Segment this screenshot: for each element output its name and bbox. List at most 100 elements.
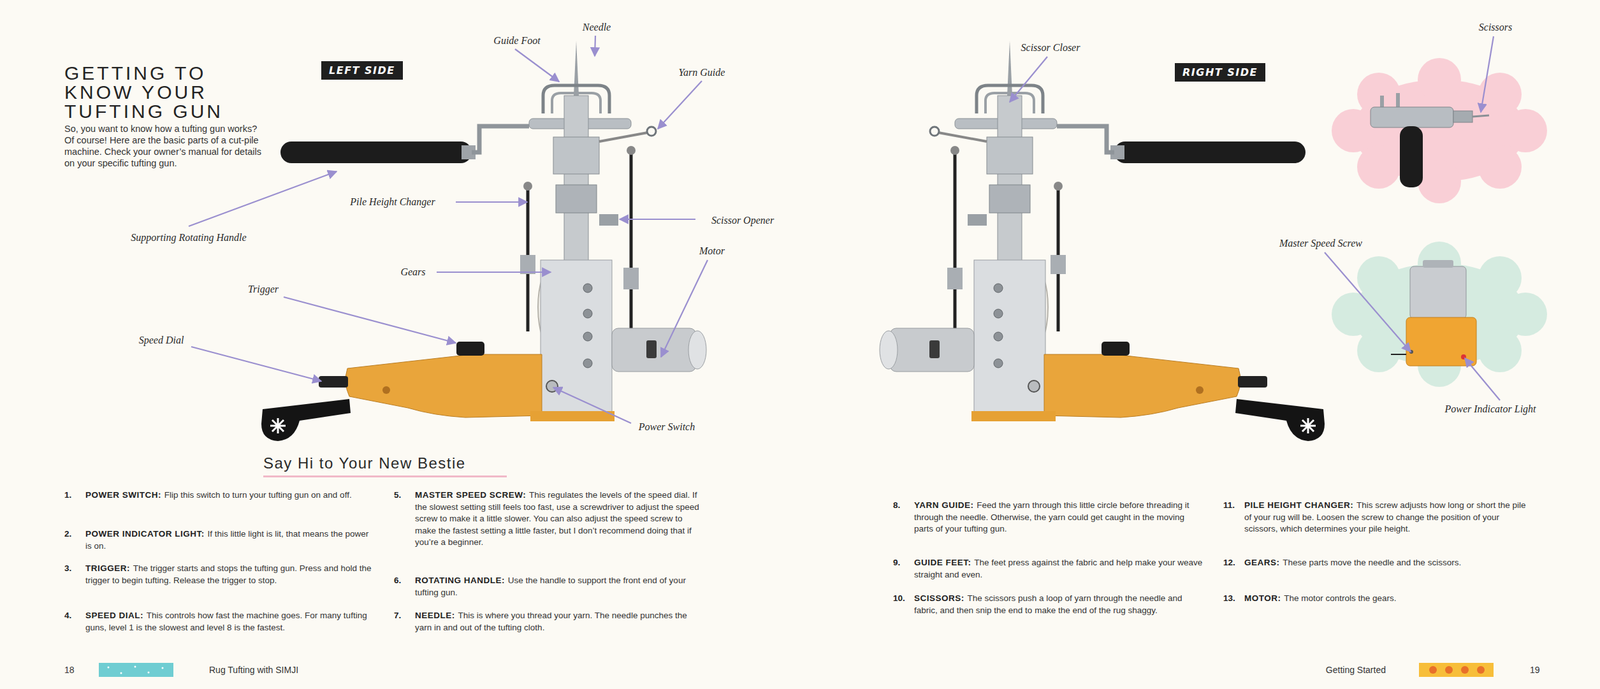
item-number: 8.: [893, 499, 901, 512]
side-badge: LEFT SIDE: [321, 61, 403, 80]
item-number: 2.: [64, 528, 72, 541]
part-label: Scissor Opener: [711, 214, 774, 227]
pink-blob: [1331, 58, 1548, 204]
item-term: PILE HEIGHT CHANGER:: [1244, 500, 1354, 510]
part-label: Power Switch: [638, 421, 695, 433]
footer-text: Getting Started: [1325, 664, 1386, 676]
scissor-handle: [1399, 126, 1423, 188]
item-number: 9.: [893, 557, 901, 570]
scissor-body: [1370, 107, 1454, 128]
list-item: 4.SPEED DIAL:This controls how fast the …: [85, 610, 373, 634]
list-item: 2.POWER INDICATOR LIGHT:If this little l…: [85, 528, 373, 553]
part-label: Scissor Closer: [1021, 42, 1081, 54]
item-number: 6.: [393, 574, 401, 588]
leader-line: [455, 201, 528, 203]
dot: [147, 671, 150, 674]
part-label: Power Indicator Light: [1444, 403, 1536, 415]
leader-line: [1324, 252, 1411, 352]
item-term: TRIGGER:: [85, 563, 131, 574]
flower: [1461, 666, 1469, 674]
part-label: Master Speed Screw: [1279, 237, 1363, 250]
side-badge: RIGHT SIDE: [1174, 63, 1266, 82]
footer-text: Rug Tufting with SIMJI: [209, 664, 299, 676]
leader-line: [283, 297, 456, 343]
mint-blob: [1331, 241, 1548, 387]
part-label: Supporting Rotating Handle: [130, 232, 247, 244]
scissor-rod: [1380, 95, 1384, 109]
leader-line: [515, 49, 560, 82]
wire: [1390, 353, 1407, 356]
item-term: SPEED DIAL:: [85, 610, 144, 621]
item-number: 4.: [64, 610, 72, 623]
leader-line: [661, 260, 708, 357]
list-item: 13.MOTOR:The motor controls the gears.: [1244, 592, 1530, 605]
motor-closeup: [1390, 260, 1477, 366]
part-label: Pile Height Changer: [349, 196, 435, 208]
part-label: Scissors: [1478, 21, 1513, 34]
part-label: Gears: [400, 266, 426, 278]
footer-text: 18: [64, 664, 75, 676]
list-item: 5.MASTER SPEED SCREW:This regulates the …: [414, 489, 704, 549]
intro-text: So, you want to know how a tufting gun w…: [64, 123, 262, 169]
item-term: SCISSORS:: [914, 593, 965, 604]
item-description: Flip this switch to turn your tufting gu…: [164, 490, 352, 500]
part-label: Motor: [699, 245, 725, 257]
item-number: 1.: [64, 489, 72, 502]
leader-lines: [188, 35, 1500, 424]
item-description: The motor controls the gears.: [1283, 593, 1397, 604]
leader-line: [436, 271, 551, 273]
leader-line: [1464, 358, 1500, 401]
item-number: 7.: [393, 610, 401, 623]
part-label: Trigger: [247, 283, 279, 296]
scissor-rod: [1396, 93, 1400, 109]
list-item: 6.ROTATING HANDLE:Use the handle to supp…: [414, 574, 704, 599]
scissor-blade: [1472, 115, 1490, 117]
leader-line: [1480, 36, 1494, 113]
item-number: 10.: [893, 592, 906, 605]
footer-decor: [98, 662, 1494, 677]
item-number: 12.: [1223, 557, 1236, 570]
item-term: POWER INDICATOR LIGHT:: [85, 529, 205, 539]
item-term: ROTATING HANDLE:: [414, 575, 505, 586]
leader-line: [657, 80, 702, 129]
left-gun: [261, 40, 707, 442]
item-term: POWER SWITCH:: [85, 490, 162, 500]
leader-line: [619, 218, 696, 220]
list-item: 1.POWER SWITCH:Flip this switch to turn …: [85, 489, 373, 502]
badge-text: LEFT SIDE: [328, 64, 396, 77]
list-item: 8.YARN GUIDE:Feed the yarn through this …: [914, 499, 1206, 536]
motor-top: [1422, 260, 1454, 268]
leader-line: [553, 387, 632, 424]
item-number: 13.: [1223, 592, 1236, 605]
item-number: 5.: [393, 489, 401, 502]
dot: [107, 666, 110, 669]
section-heading: Say Hi to Your New Bestie: [263, 453, 466, 473]
list-item: 10.SCISSORS:The scissors push a loop of …: [914, 592, 1206, 617]
footer-text: 19: [1529, 664, 1541, 676]
item-term: GUIDE FEET:: [914, 557, 972, 568]
list-item: 12.GEARS:These parts move the needle and…: [1244, 557, 1530, 570]
item-term: MOTOR:: [1244, 593, 1282, 604]
item-term: MASTER SPEED SCREW:: [414, 490, 526, 500]
badge-text: RIGHT SIDE: [1182, 66, 1258, 79]
item-description: These parts move the needle and the scis…: [1282, 557, 1462, 568]
flower: [1476, 666, 1485, 674]
leader-line: [594, 35, 596, 57]
item-number: 3.: [64, 562, 72, 575]
part-label: Yarn Guide: [678, 66, 726, 79]
list-item: 9.GUIDE FEET:The feet press against the …: [914, 557, 1206, 581]
heading-underline: [263, 475, 507, 478]
item-term: YARN GUIDE:: [914, 500, 975, 510]
item-description: This is where you thread your yarn. The …: [414, 610, 688, 633]
list-item: 11.PILE HEIGHT CHANGER:This screw adjust…: [1244, 499, 1530, 536]
item-number: 11.: [1223, 499, 1235, 512]
leader-line: [188, 171, 337, 227]
leader-line: [191, 346, 322, 382]
item-term: GEARS:: [1244, 557, 1280, 568]
page-title: GETTING TO KNOW YOUR TUFTING GUN: [64, 63, 256, 122]
motor: [1410, 266, 1467, 319]
scissor-head: [1453, 110, 1473, 123]
scissors-closeup: [1370, 93, 1490, 188]
